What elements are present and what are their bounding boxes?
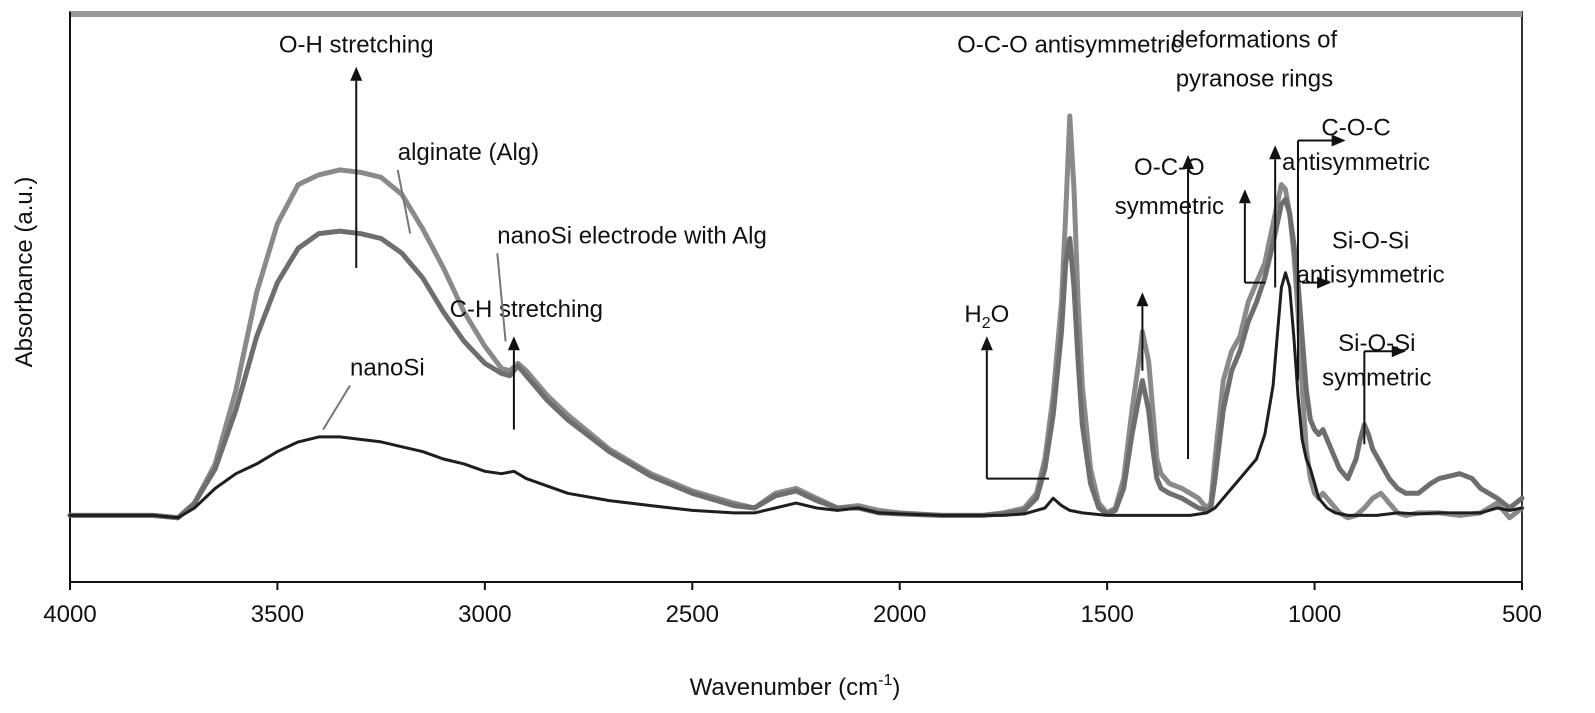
markers-layer [350, 66, 1406, 480]
annotation-label: symmetric [1115, 193, 1224, 220]
curve-label: alginate (Alg) [398, 139, 539, 166]
x-tick-label: 4000 [43, 601, 96, 628]
annotation-label: O-H stretching [279, 31, 434, 58]
x-tick-label: 2000 [873, 601, 926, 628]
y-axis-title: Absorbance (a.u.) [11, 177, 38, 368]
x-tick-label: 1500 [1080, 601, 1133, 628]
annotation-label: O-C-O antisymmetric [957, 31, 1182, 58]
series-line-1 [67, 196, 1525, 521]
annotation-label: C-O-C [1321, 115, 1390, 142]
arrow-head [1317, 276, 1332, 289]
x-ticks: 4000 3500 3000 2500 2000 1500 1000 500 [43, 582, 1542, 628]
annotation-label: Si-O-Si [1338, 330, 1415, 357]
annotation-label: antisymmetric [1282, 149, 1430, 176]
annotation-label: H2O [964, 301, 1009, 332]
x-tick-label: 1000 [1288, 601, 1341, 628]
annotation-part: O [991, 301, 1010, 328]
arrow-head [350, 66, 363, 81]
x-tick-label: 500 [1502, 601, 1542, 628]
curve-label-leader [396, 169, 412, 234]
annotation-label: Si-O-Si [1332, 227, 1409, 254]
x-tick-label: 3500 [251, 601, 304, 628]
x-tick-label: 3000 [458, 601, 511, 628]
series-layer [67, 113, 1525, 521]
x-axis-title: Wavenumber (cm-1) [690, 672, 901, 701]
arrow-head [1136, 292, 1149, 307]
arrow-head [1331, 134, 1346, 147]
annotation-subscript: 2 [982, 315, 991, 332]
series-line-0 [67, 113, 1525, 521]
curve-label: nanoSi [350, 355, 425, 382]
series-line-2 [68, 271, 1524, 520]
plot-frame [69, 11, 1523, 583]
curve-labels-layer: alginate (Alg) nanoSi electrode with Alg n… [322, 139, 767, 431]
curve-label: nanoSi electrode with Alg [497, 222, 767, 249]
annotation-label: pyranose rings [1176, 66, 1333, 93]
annotation-label: deformations of [1172, 26, 1338, 53]
annotation-label: O-C-O [1134, 154, 1205, 181]
x-tick-label: 2500 [666, 601, 719, 628]
curve-label-leader [322, 384, 351, 431]
arrow-head [980, 336, 993, 351]
annotation-part: H [964, 301, 981, 328]
arrow-head [1269, 145, 1282, 160]
annotation-label: symmetric [1322, 365, 1431, 392]
arrow-head [507, 336, 520, 351]
annotation-label: C-H stretching [450, 296, 603, 323]
curve-label-leader [496, 253, 507, 342]
arrow-head [1238, 189, 1251, 204]
arrow-head [1182, 155, 1195, 169]
arrow-head [1391, 345, 1406, 358]
annotation-label: antisymmetric [1297, 262, 1445, 289]
